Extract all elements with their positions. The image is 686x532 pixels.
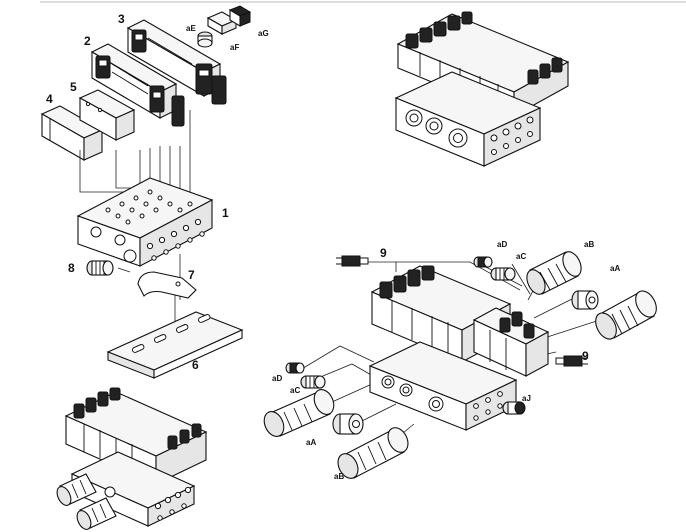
assembled-manifold-bottom <box>56 387 208 530</box>
label-part-3: 3 <box>118 12 125 26</box>
accessory-aF <box>206 11 238 35</box>
plug-aC-left <box>300 375 326 389</box>
din-rail-6 <box>106 311 244 379</box>
blanking-plate-5 <box>78 89 136 141</box>
silencer-8 <box>86 260 114 276</box>
connector-9-left <box>336 255 369 267</box>
label-part-9-right: 9 <box>582 349 589 363</box>
connector-9-right <box>555 355 588 367</box>
plug-aD-top <box>473 256 493 268</box>
solenoid-valve-3 <box>126 19 227 105</box>
plug-aJ <box>502 401 526 415</box>
exploded-manifold-right <box>368 265 550 431</box>
label-part-1: 1 <box>222 206 229 220</box>
label-part-2: 2 <box>84 34 91 48</box>
silencer-aB-bottom <box>337 427 409 479</box>
din-bracket-7 <box>137 271 197 299</box>
manifold-block-1 <box>76 177 214 267</box>
fitting-aA-top <box>571 290 599 310</box>
label-aB-top: aB <box>584 240 594 249</box>
label-aF: aF <box>230 43 239 52</box>
accessory-aG <box>228 5 252 27</box>
blanking-plate-4 <box>40 105 104 161</box>
label-part-6: 6 <box>192 358 199 372</box>
label-part-9-left: 9 <box>380 246 387 260</box>
accessory-aE <box>197 31 213 48</box>
label-aB-bottom: aB <box>334 472 344 481</box>
label-aG: aG <box>258 29 269 38</box>
label-part-5: 5 <box>70 80 77 94</box>
silencer-left-large <box>263 389 335 437</box>
silencer-aB-top <box>526 251 582 295</box>
fitting-aA-bottom <box>332 413 364 435</box>
plug-aD-left <box>285 362 305 374</box>
solenoid-valve-2 <box>90 43 185 127</box>
silencer-far-right <box>595 290 657 340</box>
label-aJ: aJ <box>522 394 531 403</box>
label-aC-left: aC <box>290 386 300 395</box>
label-part-4: 4 <box>46 92 53 106</box>
label-aA-bottom: aA <box>306 438 316 447</box>
label-part-7: 7 <box>188 268 195 282</box>
label-aD-top: aD <box>497 240 507 249</box>
label-aC-top: aC <box>516 252 526 261</box>
label-part-8: 8 <box>68 261 75 275</box>
label-aA-top: aA <box>610 264 620 273</box>
assembled-manifold-top <box>394 11 570 167</box>
plug-aC-top <box>490 267 516 281</box>
label-aD-left: aD <box>272 374 282 383</box>
label-aE: aE <box>186 24 196 33</box>
